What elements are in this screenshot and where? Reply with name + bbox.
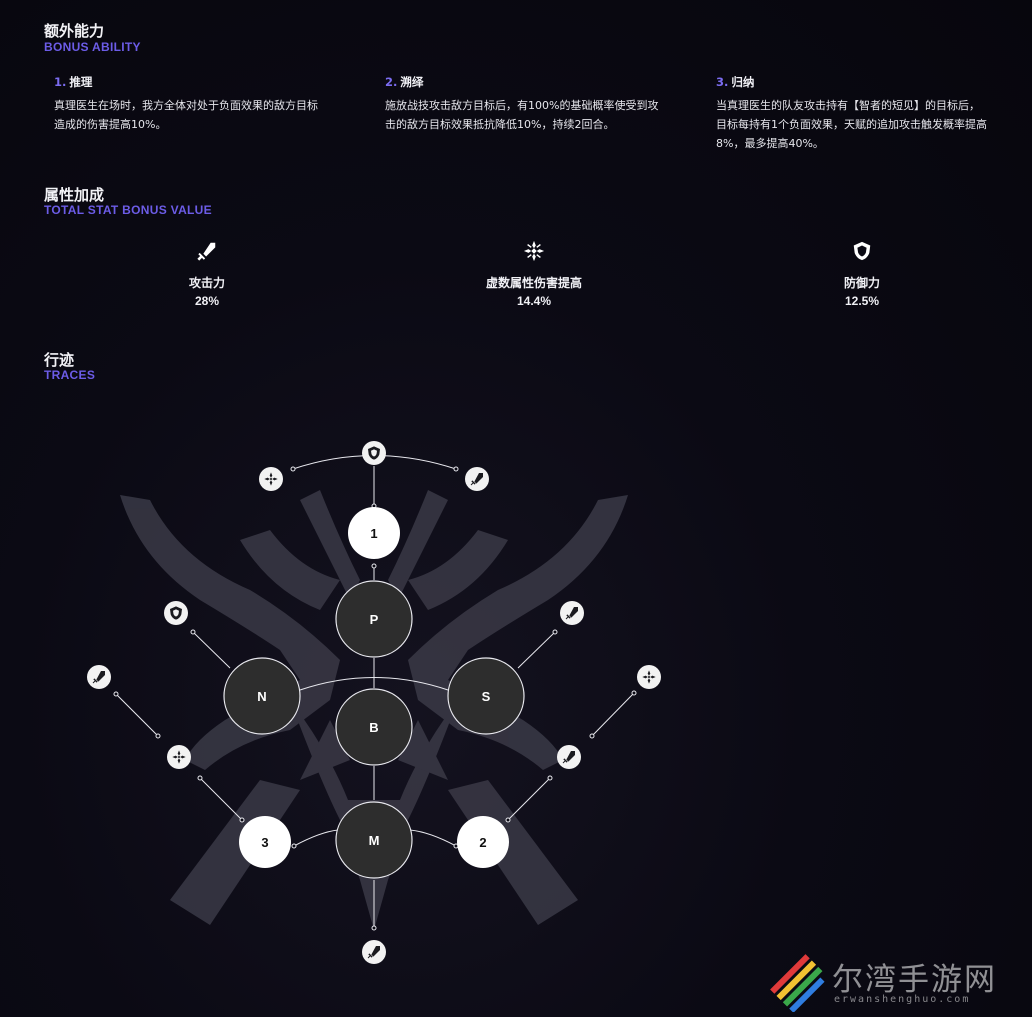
trace-stat-node-top-shield[interactable] [362, 441, 386, 465]
watermark-logo [770, 954, 825, 1012]
ability-desc-line: 目标每持有1个负面效果，天赋的追加攻击触发概率提高 [716, 118, 987, 131]
watermark-url: erwanshenghuo.com [834, 994, 971, 1005]
stat-bonus-subtitle: TOTAL STAT BONUS VALUE [44, 203, 212, 217]
watermark: 尔湾手游网 erwanshenghuo.com [766, 950, 1026, 1012]
trace-stat-node-top-right-sword[interactable] [465, 467, 489, 491]
trace-node-label: 1 [370, 526, 377, 541]
trace-stat-node-far-left-sword[interactable] [87, 665, 111, 689]
ability-name: 归纳 [731, 75, 755, 89]
trace-node-label: N [257, 689, 266, 704]
traces-subtitle: TRACES [44, 368, 96, 382]
trace-stat-node-left-shield[interactable] [164, 601, 188, 625]
ability-desc-line: 8%，最多提高40%。 [716, 137, 824, 150]
bonus-ability-3: 3.归纳 当真理医生的队友攻击持有【智者的短见】的目标后， 目标每持有1个负面效果… [716, 74, 1016, 153]
ability-number: 3. [716, 75, 729, 89]
stat-label: 攻击力 [188, 276, 225, 290]
sword-icon [197, 242, 216, 261]
trace-node-label: 2 [479, 835, 486, 850]
stat-label: 虚数属性伤害提高 [485, 276, 582, 290]
bonus-ability-1: 1.推理 真理医生在场时，我方全体对处于负面效果的敌方目标造成的伤害提高10%。 [54, 74, 354, 134]
stat-value: 12.5% [844, 294, 880, 308]
stat-value: 14.4% [516, 294, 552, 308]
trace-node-label: P [370, 612, 379, 627]
trace-stat-node-far-right-imaginary[interactable] [637, 665, 661, 689]
trace-node-label: M [369, 833, 380, 848]
trace-stat-node-right-sword[interactable] [560, 601, 584, 625]
stat-label: 防御力 [843, 276, 880, 290]
stat-attack: 攻击力 28% [127, 240, 287, 308]
trace-stat-node-top-left-imaginary[interactable] [259, 467, 283, 491]
trace-node-n[interactable]: N [223, 657, 301, 735]
stat-value: 28% [194, 294, 220, 308]
bonus-ability-2: 2.溯绎 施放战技攻击敌方目标后，有100%的基础概率使受到攻击的敌方目标效果抵… [385, 74, 685, 134]
trace-node-s[interactable]: S [447, 657, 525, 735]
ability-desc-line: 施放战技攻击敌方目标后，有100%的基础概率使受到攻 [385, 99, 659, 112]
watermark-text: 尔湾手游网 [832, 962, 997, 998]
stat-imaginary-dmg: 虚数属性伤害提高 14.4% [454, 240, 614, 308]
trace-node-label: S [482, 689, 491, 704]
trace-node-b[interactable]: B [335, 688, 413, 766]
traces-title: 行迹 [44, 351, 75, 369]
ability-name: 溯绎 [400, 75, 424, 89]
imaginary-dmg-icon [523, 240, 545, 262]
trace-node-label: 3 [261, 835, 268, 850]
trace-node-1[interactable]: 1 [348, 507, 400, 559]
trace-stat-node-left-lower-imaginary[interactable] [167, 745, 191, 769]
trace-node-3[interactable]: 3 [239, 816, 291, 868]
bonus-ability-title: 额外能力 [44, 22, 105, 40]
ability-desc-line: 击的敌方目标效果抵抗降低10%，持续2回合。 [385, 118, 615, 131]
bonus-ability-subtitle: BONUS ABILITY [44, 40, 141, 54]
ability-desc-line: 真理医生在场时，我方全体对处于负面效果的敌方目标 [54, 99, 318, 112]
trace-stat-node-bottom-sword[interactable] [362, 940, 386, 964]
trace-node-2[interactable]: 2 [457, 816, 509, 868]
trace-stat-node-right-lower-sword[interactable] [557, 745, 581, 769]
trace-node-label: B [369, 720, 378, 735]
ability-desc-line: 造成的伤害提高10%。 [54, 118, 167, 131]
ability-desc-line: 当真理医生的队友攻击持有【智者的短见】的目标后， [716, 99, 980, 112]
shield-icon [853, 241, 871, 261]
ability-number: 2. [385, 75, 398, 89]
trace-node-m[interactable]: M [335, 801, 413, 879]
ability-number: 1. [54, 75, 67, 89]
stat-bonus-title: 属性加成 [44, 186, 105, 204]
ability-name: 推理 [69, 75, 93, 89]
connector-dots [113, 466, 637, 931]
stat-defense: 防御力 12.5% [782, 240, 942, 308]
trace-node-p[interactable]: P [335, 580, 413, 658]
